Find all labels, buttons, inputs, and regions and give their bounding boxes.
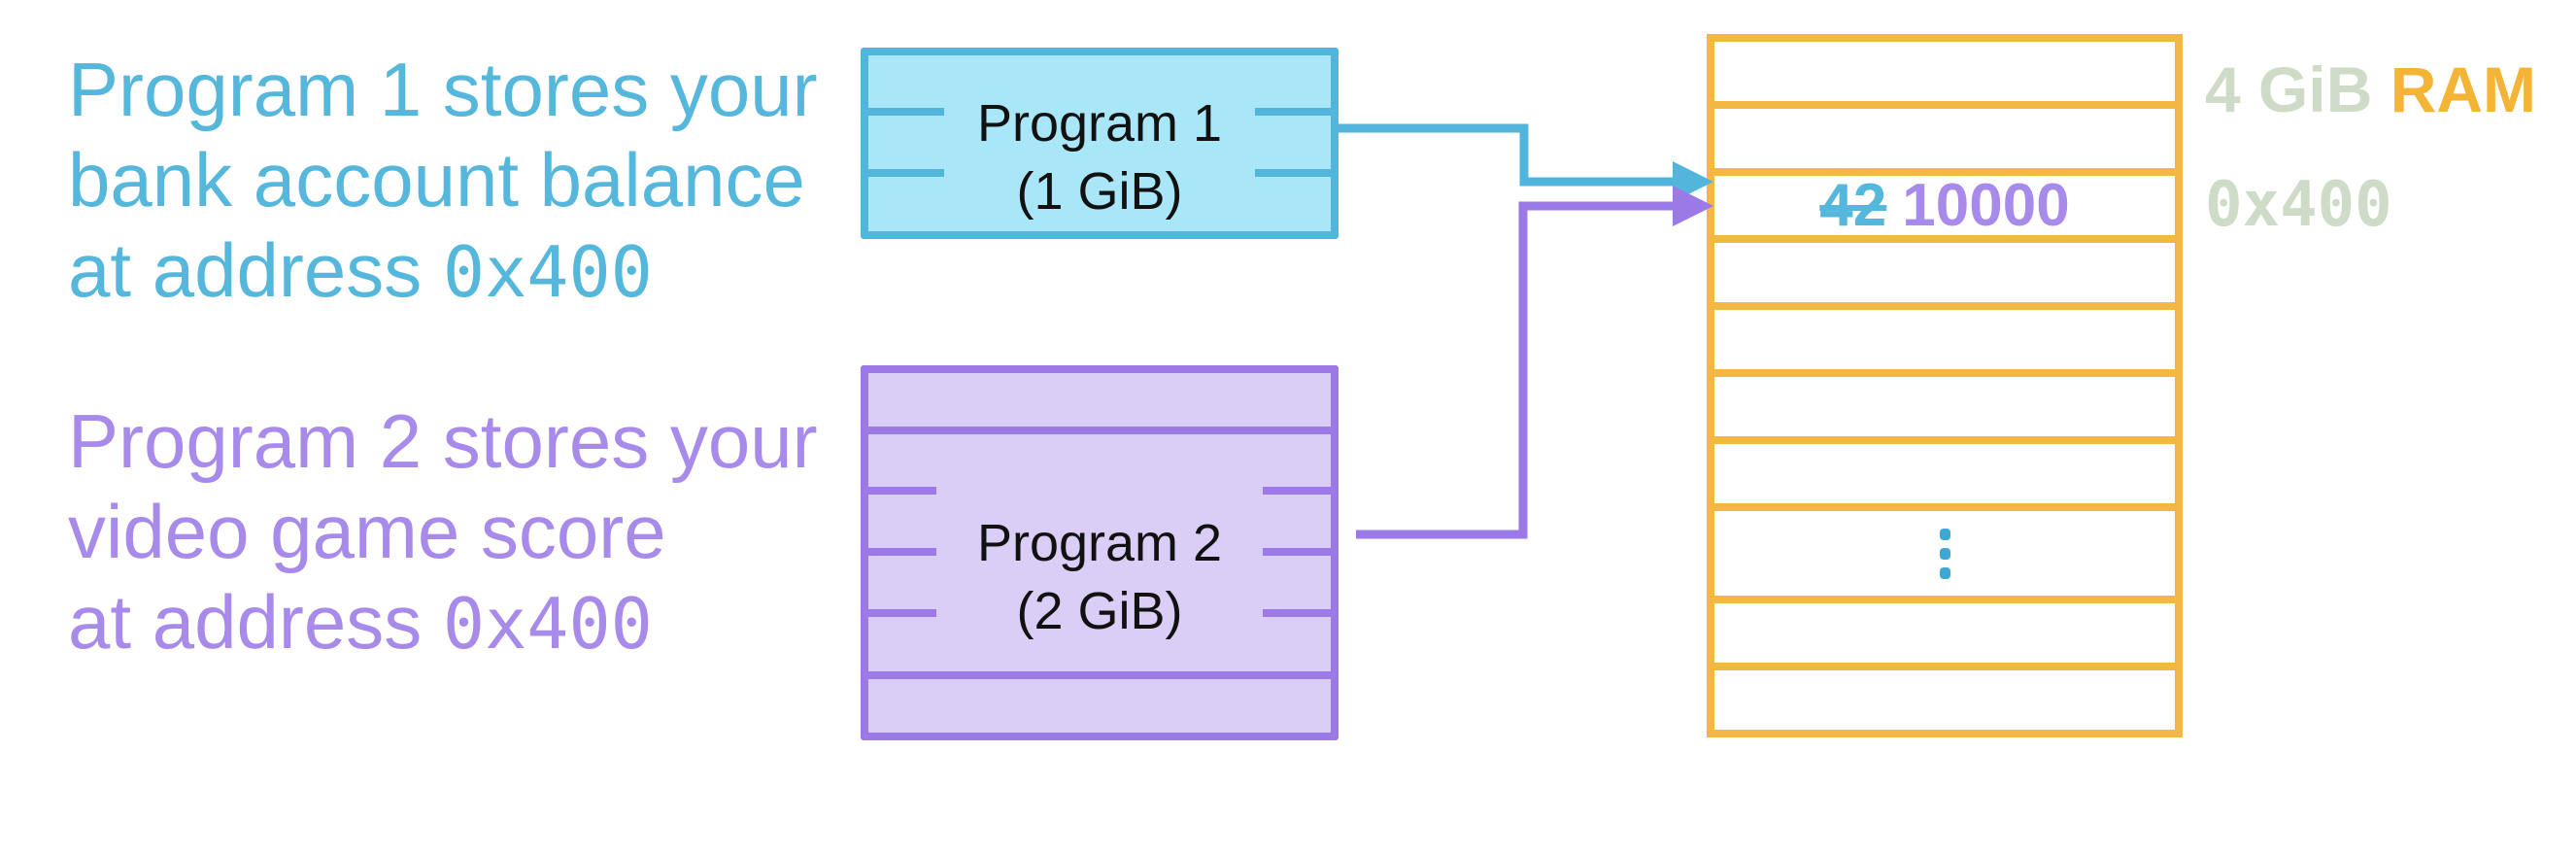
program1-box: Program 1 (1 GiB) [861,48,1339,239]
annotation-line: at address 0x400 [68,227,653,313]
ram-row [1714,302,2175,369]
ram-address-label: 0x400 [2205,169,2392,241]
ram-name-label: RAM [2390,53,2537,125]
memory-tick [868,108,944,116]
ram-new-value: 10000 [1902,172,2070,239]
ellipsis-dot-icon [1939,547,1950,560]
address-0x400: 0x400 [442,231,653,313]
ram-old-value: 42 [1819,172,1887,239]
program2-annotation: Program 2 stores your video game score a… [68,396,818,669]
memory-tick [1255,108,1331,116]
annotation-line: Program 1 stores your [68,47,818,132]
program2-label: Program 2 (2 GiB) [976,514,1223,640]
ram-row [1714,42,2175,101]
program1-arrow [1339,123,1677,187]
memory-tick [868,169,944,177]
ram-row [1714,436,2175,503]
ellipsis-dot-icon [1939,528,1950,540]
memory-tick [868,609,936,617]
ram-title: 4 GiB RAM [2205,52,2536,126]
program1-annotation: Program 1 stores your bank account balan… [68,45,818,318]
memory-tick [868,548,936,556]
ram-row [1714,369,2175,436]
annotation-line: bank account balance [68,137,805,222]
address-0x400: 0x400 [442,583,653,665]
ram-row [1714,663,2175,730]
memory-tick [868,487,936,495]
annotation-line: Program 2 stores your [68,398,818,484]
memory-tick [1263,609,1331,617]
ellipsis-dot-icon [1939,566,1950,579]
memory-tick [1255,169,1331,177]
memory-row-line [868,671,1331,679]
ram-row [1714,235,2175,302]
ram-row [1714,596,2175,663]
memory-tick [1263,487,1331,495]
ram-row [1714,503,2175,596]
annotation-line: at address 0x400 [68,579,653,665]
memory-row-line [868,427,1331,434]
memory-tick [1263,548,1331,556]
ram-capacity-label: 4 GiB [2205,53,2373,125]
program1-label: Program 1 (1 GiB) [976,94,1223,221]
ram-row [1714,101,2175,168]
program2-arrow [1356,201,1677,539]
program2-box: Program 2 (2 GiB) [861,365,1339,740]
annotation-line: video game score [68,489,666,574]
